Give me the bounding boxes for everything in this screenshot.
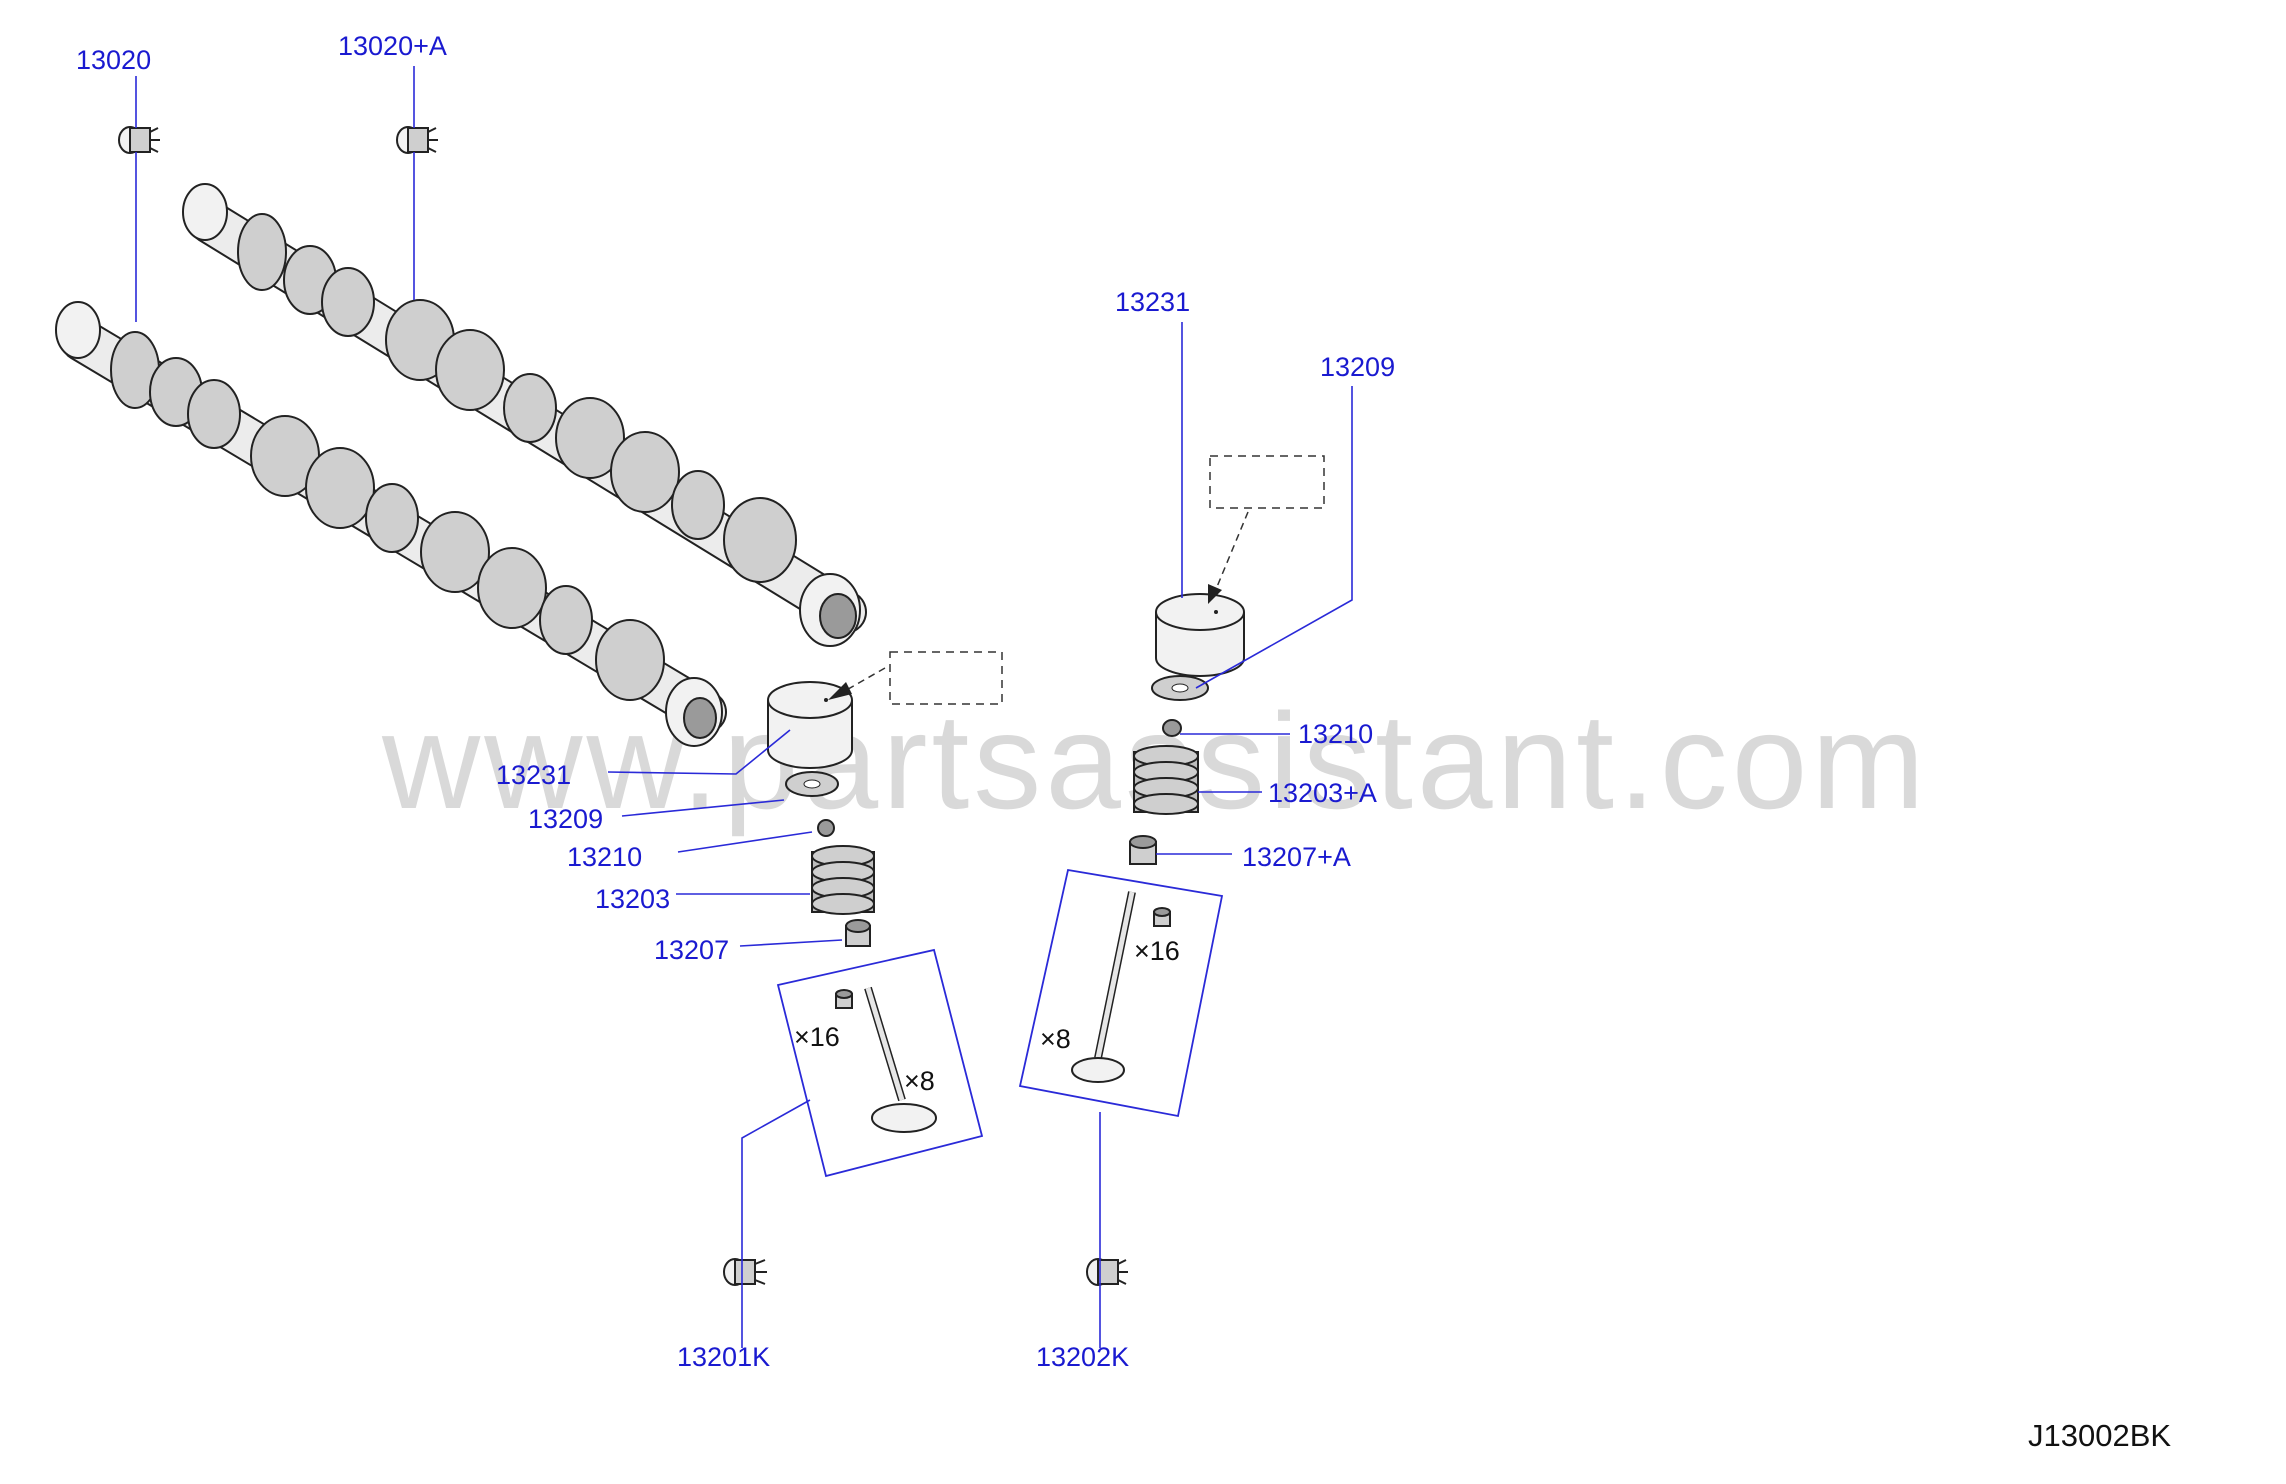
qty-right-seal: ×16 bbox=[1134, 936, 1180, 966]
callout-13203a[interactable]: 13203+A bbox=[1268, 778, 1377, 808]
camshaft-lower[interactable] bbox=[55, 301, 727, 747]
valve-kit-box-left bbox=[776, 948, 984, 1178]
valve-kit-left-contents bbox=[835, 986, 937, 1133]
valve-spring-right[interactable] bbox=[1133, 745, 1199, 815]
callout-13203[interactable]: 13203 bbox=[595, 884, 670, 914]
callout-13201k[interactable]: 13201K bbox=[677, 1342, 770, 1372]
callout-13231-left[interactable]: 13231 bbox=[496, 760, 571, 790]
retainer-right[interactable] bbox=[1162, 719, 1182, 737]
qty-left-seal: ×16 bbox=[794, 1022, 840, 1052]
qty-left-valve: ×8 bbox=[904, 1066, 935, 1096]
shim-left[interactable] bbox=[785, 771, 839, 797]
valve-lifter-right[interactable] bbox=[1155, 593, 1245, 677]
leader-lines bbox=[135, 66, 1353, 1348]
callout-13209-right[interactable]: 13209 bbox=[1320, 352, 1395, 382]
callout-13210-left[interactable]: 13210 bbox=[567, 842, 642, 872]
reference-box-right bbox=[1209, 455, 1325, 509]
clip-icon-13201k bbox=[723, 1258, 767, 1286]
camshaft-upper[interactable] bbox=[182, 183, 867, 647]
reference-box-left bbox=[889, 651, 1003, 705]
callout-13209-left[interactable]: 13209 bbox=[528, 804, 603, 834]
clip-icon-13020a bbox=[396, 126, 438, 154]
callout-13020[interactable]: 13020 bbox=[76, 45, 151, 75]
valve-spring-left[interactable] bbox=[811, 845, 875, 915]
valve-lifter-left[interactable] bbox=[767, 681, 853, 769]
callout-13207[interactable]: 13207 bbox=[654, 935, 729, 965]
callout-13231-right[interactable]: 13231 bbox=[1115, 287, 1190, 317]
callout-13207a[interactable]: 13207+A bbox=[1242, 842, 1351, 872]
callout-13202k[interactable]: 13202K bbox=[1036, 1342, 1129, 1372]
callout-13020a[interactable]: 13020+A bbox=[338, 31, 447, 61]
clip-icon-13020 bbox=[118, 126, 160, 154]
retainer-left[interactable] bbox=[817, 819, 835, 837]
valve-seal-left[interactable] bbox=[845, 919, 871, 947]
valve-kit-box-right bbox=[1018, 868, 1224, 1118]
callout-13210-right[interactable]: 13210 bbox=[1298, 719, 1373, 749]
valve-kit-right-contents bbox=[1071, 891, 1171, 1083]
clip-icon-13202k bbox=[1086, 1258, 1128, 1286]
qty-right-valve: ×8 bbox=[1040, 1024, 1071, 1054]
diagram-code: J13002BK bbox=[2028, 1418, 2171, 1453]
valve-seal-right[interactable] bbox=[1129, 835, 1157, 865]
shim-right[interactable] bbox=[1151, 675, 1209, 701]
